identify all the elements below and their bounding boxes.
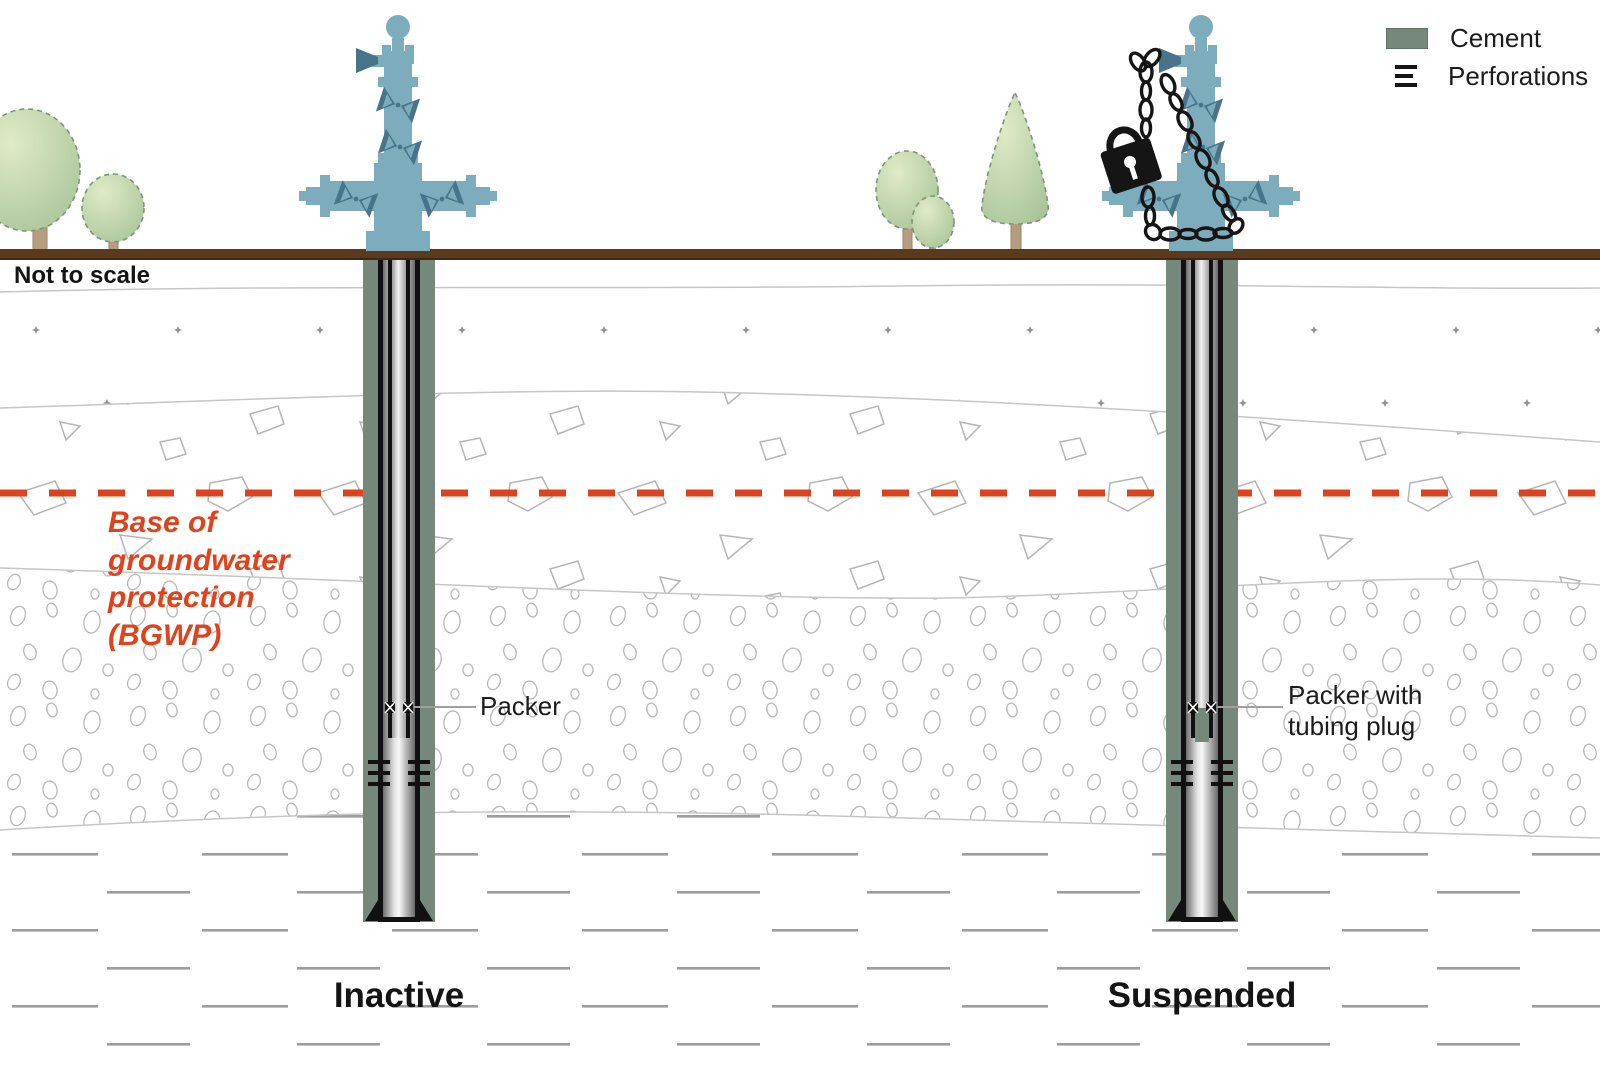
tree	[81, 173, 145, 243]
tubing-plug	[1195, 708, 1209, 742]
legend: Cement Perforations	[1386, 22, 1589, 100]
layer-shale-dashes	[0, 811, 1600, 1070]
perforations-icon	[1386, 65, 1426, 87]
tubing	[1195, 250, 1209, 738]
ground-surface	[0, 249, 1600, 260]
perforations-marks	[368, 760, 430, 786]
well-inactive	[363, 250, 435, 922]
legend-cement-label: Cement	[1450, 22, 1542, 53]
trees-left	[0, 108, 145, 253]
wellhead-inactive	[299, 15, 497, 251]
casing-shoe	[1168, 892, 1236, 922]
tubing	[392, 250, 406, 738]
tree-conifer	[981, 91, 1049, 225]
well-suspended	[1166, 250, 1238, 922]
cement-swatch-icon	[1386, 27, 1428, 49]
legend-item-perforations: Perforations	[1386, 60, 1589, 91]
chain-and-padlock	[1100, 47, 1245, 242]
well-title-suspended: Suspended	[1107, 976, 1297, 1015]
legend-perforations-label: Perforations	[1448, 60, 1589, 91]
tree	[0, 108, 81, 232]
legend-item-cement: Cement	[1386, 22, 1588, 53]
packer-with-tubing-plug-label: Packer with tubing plug	[1288, 680, 1423, 742]
trees-middle	[875, 91, 1049, 253]
geologic-layers	[0, 262, 1600, 1070]
well-title-inactive: Inactive	[333, 976, 465, 1015]
bgwp-label: Base of groundwater protection (BGWP)	[108, 506, 290, 652]
padlock-icon	[1100, 126, 1162, 194]
packer-marks	[1187, 701, 1217, 714]
layer-boundaries	[0, 284, 1600, 839]
perforations-marks	[1171, 760, 1233, 786]
casing-shoe	[365, 892, 433, 922]
packer-marks	[384, 701, 414, 714]
not-to-scale-note: Not to scale	[14, 262, 151, 289]
tree	[911, 195, 955, 249]
packer-label: Packer	[480, 691, 561, 721]
